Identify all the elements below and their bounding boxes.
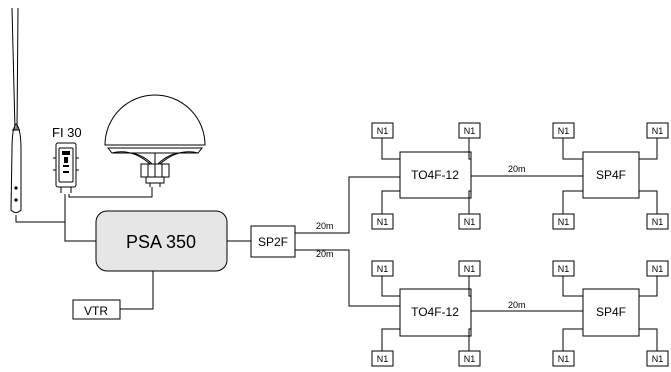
n1-outlet: N1	[458, 260, 481, 277]
svg-text:N1: N1	[558, 217, 570, 227]
n1-outlet: N1	[552, 260, 575, 277]
n1-outlet: N1	[552, 213, 575, 230]
n1-outlet: N1	[458, 213, 481, 230]
fi30-label: FI 30	[52, 125, 82, 140]
n1-outlet: N1	[371, 122, 394, 139]
svg-text:N1: N1	[377, 264, 389, 274]
svg-text:N1: N1	[558, 264, 570, 274]
n1-outlet: N1	[371, 213, 394, 230]
sp2f-unit	[250, 225, 296, 258]
n1-outlet: N1	[371, 350, 394, 367]
to4f12-bottom-label: TO4F-12	[411, 305, 459, 319]
svg-text:N1: N1	[464, 264, 476, 274]
n1-outlet: N1	[458, 350, 481, 367]
svg-text:N1: N1	[377, 126, 389, 136]
vtr-label: VTR	[84, 304, 108, 318]
n1-outlet: N1	[458, 122, 481, 139]
svg-text:N1: N1	[558, 354, 570, 364]
sp2f-label: SP2F	[258, 235, 288, 249]
cable-length-sp2f-bottom: 20m	[316, 249, 334, 259]
svg-text:N1: N1	[652, 264, 664, 274]
n1-outlet: N1	[371, 260, 394, 277]
to4f12-top-label: TO4F-12	[411, 168, 459, 182]
sp4f-top-label: SP4F	[596, 168, 626, 182]
fi30-receiver-icon	[53, 142, 79, 193]
n1-outlet: N1	[552, 350, 575, 367]
vtr-unit	[72, 299, 121, 320]
sp4f-bottom-label: SP4F	[596, 305, 626, 319]
cable-length-link-bottom: 20m	[508, 300, 526, 310]
n1-outlet: N1	[552, 122, 575, 139]
svg-text:N1: N1	[377, 354, 389, 364]
n1-outlet: N1	[646, 350, 669, 367]
n1-outlet: N1	[646, 122, 669, 139]
svg-text:N1: N1	[464, 354, 476, 364]
cable-length-sp2f-top: 20m	[316, 221, 334, 231]
svg-text:N1: N1	[652, 126, 664, 136]
sp4f-top-unit	[582, 151, 640, 199]
svg-text:N1: N1	[464, 126, 476, 136]
to4f12-top-unit	[399, 151, 472, 199]
psa350-label: PSA 350	[126, 232, 196, 252]
svg-text:N1: N1	[652, 217, 664, 227]
whip-antenna-icon	[10, 7, 22, 213]
svg-text:N1: N1	[464, 217, 476, 227]
satellite-dome-icon	[104, 94, 206, 187]
to4f12-bottom-unit	[399, 288, 472, 337]
svg-text:N1: N1	[558, 126, 570, 136]
n1-outlet: N1	[646, 260, 669, 277]
n1-outlet: N1	[646, 213, 669, 230]
sp4f-bottom-unit	[582, 288, 640, 337]
svg-text:N1: N1	[652, 354, 664, 364]
svg-text:N1: N1	[377, 217, 389, 227]
cable-length-link-top: 20m	[508, 164, 526, 174]
